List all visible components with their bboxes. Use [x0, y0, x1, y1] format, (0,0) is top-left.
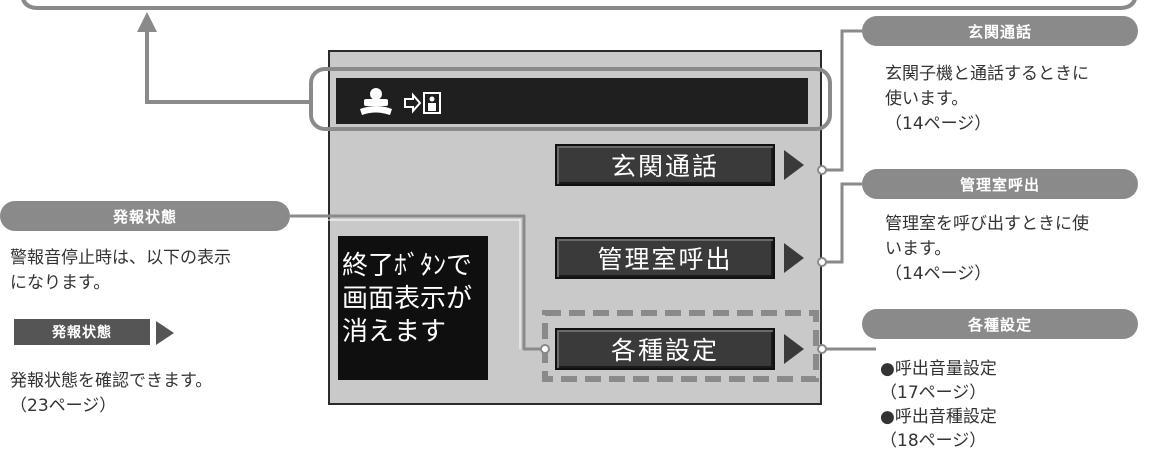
- settings-header: 各種設定: [862, 309, 1138, 339]
- entrance-call-header: 玄関通話: [862, 16, 1138, 46]
- intercom-handset-icon: [360, 88, 392, 115]
- status-bar-connector: [145, 30, 312, 104]
- entrance-call-button[interactable]: 玄関通話: [555, 144, 775, 186]
- door-arrow-icon: [404, 92, 441, 114]
- end-message: 終了ﾎﾞﾀﾝで 画面表示が 消えます: [338, 236, 488, 380]
- settings-item-volume: ●呼出音量設定 （17ページ）: [880, 359, 997, 403]
- settings-button[interactable]: 各種設定: [555, 328, 775, 370]
- entrance-call-description: 玄関子機と通話するときに 使います。 （14ページ）: [885, 64, 1089, 134]
- alarm-status-header: 発報状態: [0, 201, 290, 231]
- alarm-status-description: 警報音停止時は、以下の表示 になります。: [10, 248, 231, 293]
- triangle-right-icon: [784, 243, 804, 273]
- top-frame-outline: [21, 0, 1137, 10]
- triangle-right-icon: [156, 321, 174, 345]
- settings-items: ●呼出音量設定 （17ページ） ●呼出音種設定 （18ページ）: [880, 357, 997, 453]
- management-call-header: 管理室呼出: [862, 169, 1138, 199]
- alarm-status-note: 発報状態を確認できます。 （23ページ）: [10, 371, 213, 416]
- management-call-button[interactable]: 管理室呼出: [555, 237, 775, 279]
- settings-item-tone: ●呼出音種設定 （18ページ）: [880, 407, 997, 451]
- alarm-status-sample-label: 発報状態: [14, 319, 150, 345]
- triangle-right-icon: [784, 334, 804, 364]
- triangle-right-icon: [784, 150, 804, 180]
- management-call-description: 管理室を呼び出すときに使 います。 （14ページ）: [885, 214, 1089, 284]
- arrow-up-icon: [137, 12, 157, 32]
- status-bar: [336, 78, 808, 124]
